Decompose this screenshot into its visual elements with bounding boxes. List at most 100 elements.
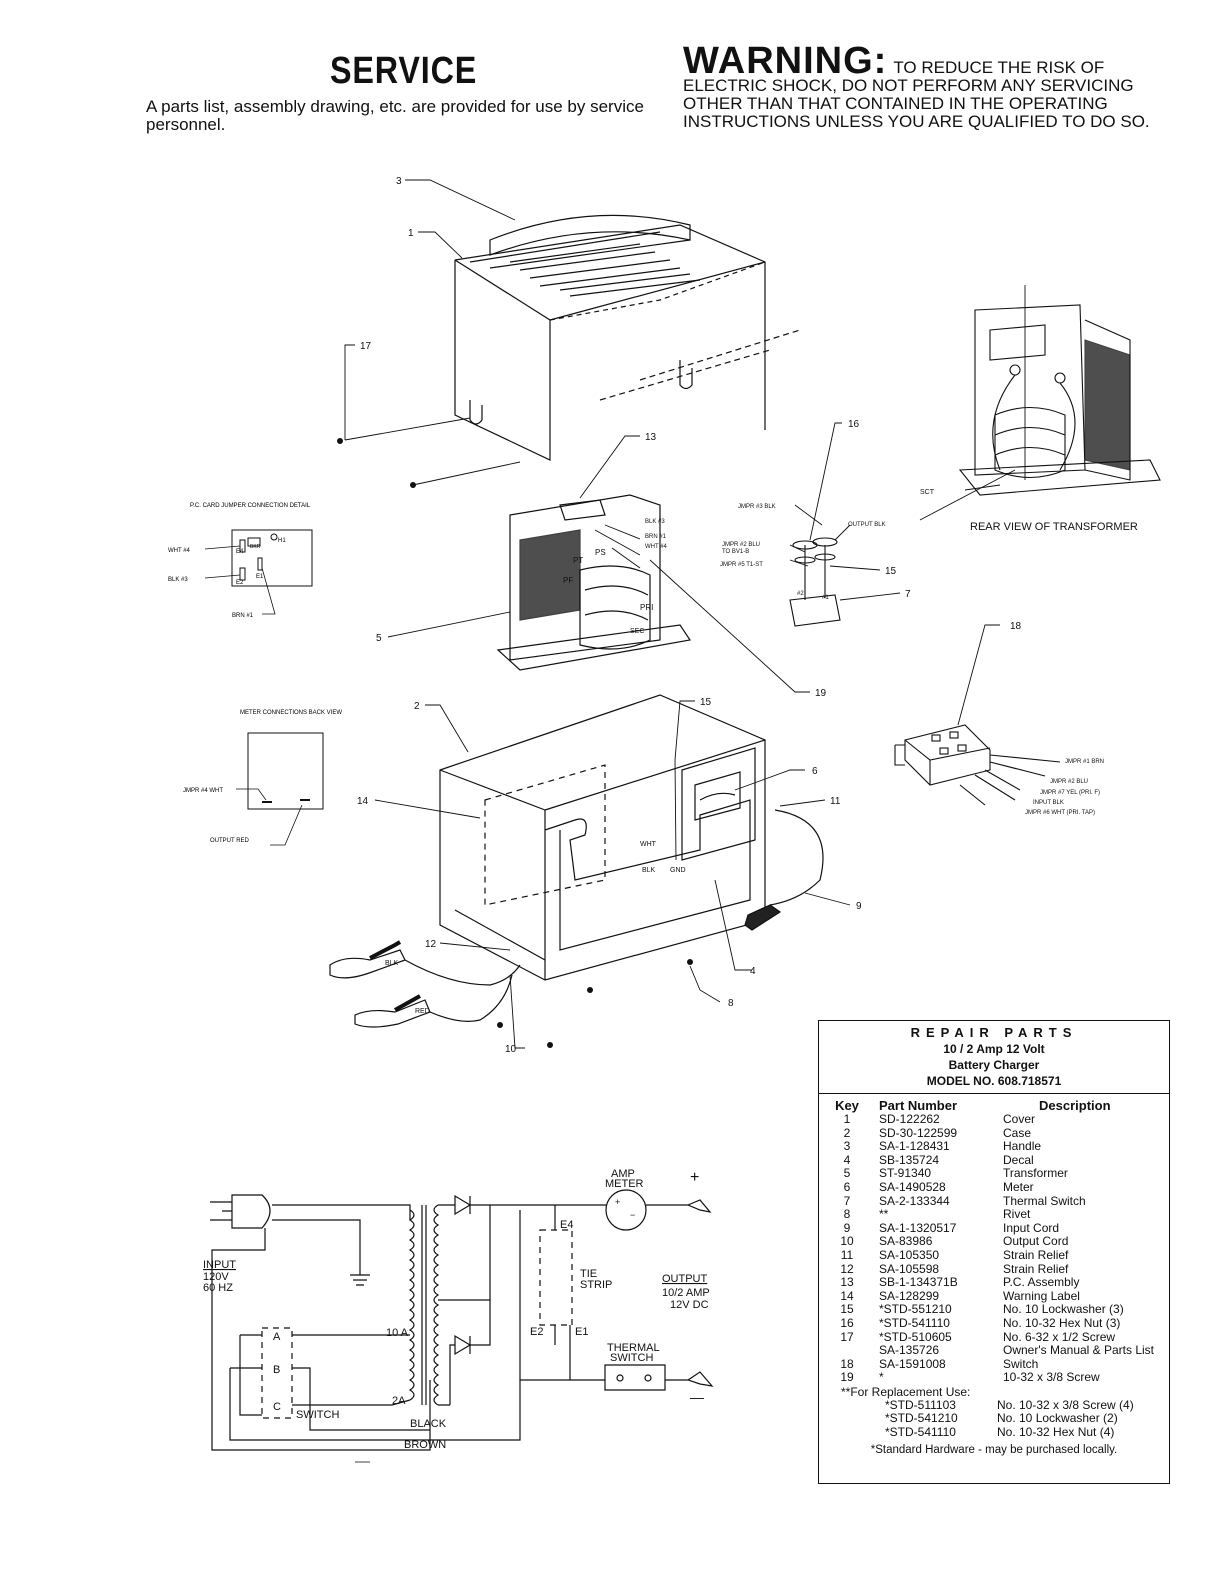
part-key: 15 xyxy=(840,1302,854,1317)
sch-amp-rating: 10/2 AMP xyxy=(662,1287,710,1299)
replacement-desc: No. 10 Lockwasher (2) xyxy=(997,1411,1118,1426)
service-title: SERVICE xyxy=(330,50,478,92)
sch-2a: 2A xyxy=(392,1395,406,1407)
label-output-blk: OUTPUT BLK xyxy=(848,522,886,528)
parts-row: 19*10-32 x 3/8 Screw xyxy=(819,1371,1169,1385)
parts-row: 8**Rivet xyxy=(819,1208,1169,1222)
callout-19: 19 xyxy=(815,688,827,699)
label-pt: PT xyxy=(573,556,583,565)
parts-header: REPAIR PARTS 10 / 2 Amp 12 Volt Battery … xyxy=(819,1021,1169,1094)
part-description: No. 10-32 Hex Nut (3) xyxy=(1003,1315,1121,1330)
label-case-wht: WHT xyxy=(640,841,657,848)
sch-minus: — xyxy=(690,1389,704,1405)
sch-60hz: 60 HZ xyxy=(203,1282,233,1294)
callout-sct: SCT xyxy=(920,489,935,496)
label-clamp-red: RED xyxy=(415,1008,430,1015)
col-description: Description xyxy=(1039,1098,1111,1113)
callout-3: 3 xyxy=(396,176,402,187)
part-key: 8 xyxy=(843,1207,851,1222)
callout-18: 18 xyxy=(1010,621,1022,632)
part-key: 16 xyxy=(840,1315,854,1330)
case-assembly xyxy=(439,694,824,981)
parts-column-headers: Key Part Number Description xyxy=(819,1098,1169,1113)
callout-1: 1 xyxy=(408,228,414,239)
part-number: *STD-551210 xyxy=(879,1302,952,1317)
sch-thermal: THERMAL xyxy=(607,1342,660,1354)
meter-jmpr4: JMPR #4 WHT xyxy=(183,788,223,794)
battery-clamps xyxy=(329,940,521,1028)
sch-120v: 120V xyxy=(203,1271,229,1283)
meter-title: METER CONNECTIONS BACK VIEW xyxy=(240,710,342,716)
label-clamp-blk: BLK xyxy=(385,960,399,967)
col-part-number: Part Number xyxy=(879,1098,958,1113)
rear-view-transformer xyxy=(958,304,1161,496)
parts-model: MODEL NO. 608.718571 xyxy=(926,1074,1062,1088)
wire-labels: BLK #3 BRN #1 WHT #4 PS PT PF PRI SEC JM… xyxy=(385,504,1104,1015)
part-key: 18 xyxy=(840,1356,854,1371)
label-jmpr7: JMPR #7 YEL (PRI. F) xyxy=(1040,790,1100,796)
service-text: A parts list, assembly drawing, etc. are… xyxy=(146,97,644,134)
part-key: 14 xyxy=(840,1288,854,1303)
part-number: SA-83986 xyxy=(879,1234,933,1249)
sch-sw-c: C xyxy=(273,1401,281,1413)
label-n2: #2 xyxy=(797,591,804,597)
part-description: Meter xyxy=(1003,1179,1034,1194)
part-description: P.C. Assembly xyxy=(1003,1275,1080,1290)
callout-7: 7 xyxy=(905,589,911,600)
part-key: 5 xyxy=(843,1166,851,1181)
warning-block: WARNING:TO REDUCE THE RISK OF ELECTRIC S… xyxy=(683,42,1173,131)
rear-view-label: REAR VIEW OF TRANSFORMER xyxy=(970,521,1138,533)
part-number: SA-1-128431 xyxy=(879,1139,950,1154)
part-description: Case xyxy=(1003,1125,1032,1140)
sch-e1: E1 xyxy=(575,1326,588,1338)
label-case-gnd: GND xyxy=(670,867,686,874)
part-key: 11 xyxy=(840,1247,854,1262)
sch-amp: AMP xyxy=(611,1168,635,1180)
part-description: Strain Relief xyxy=(1003,1261,1069,1276)
replacement-part: *STD-541110 xyxy=(885,1425,956,1440)
callout-8: 8 xyxy=(728,998,734,1009)
sch-e4: E4 xyxy=(560,1219,573,1231)
part-number: SA-128299 xyxy=(879,1288,940,1303)
callout-5: 5 xyxy=(376,633,382,644)
sch-meter: METER xyxy=(605,1178,644,1190)
part-number: SD-30-122599 xyxy=(879,1125,958,1140)
part-description: 10-32 x 3/8 Screw xyxy=(1003,1370,1100,1385)
callout-9: 9 xyxy=(856,901,862,912)
pc-brn1: BRN #1 xyxy=(232,613,254,619)
cover-assembly xyxy=(454,214,801,461)
part-number: * xyxy=(879,1370,884,1385)
sch-thermal-switch: SWITCH xyxy=(610,1352,653,1364)
thermal-switch-assembly xyxy=(789,537,841,627)
pc-bkr: BKR xyxy=(250,544,261,550)
part-key: 9 xyxy=(843,1220,851,1235)
sch-tie: TIE xyxy=(580,1268,597,1280)
callout-15-top: 15 xyxy=(885,566,897,577)
meter-detail: METER CONNECTIONS BACK VIEW JMPR #4 WHT … xyxy=(183,710,342,846)
part-description: Rivet xyxy=(1003,1207,1031,1222)
part-description: Thermal Switch xyxy=(1003,1193,1086,1208)
part-number: SD-122262 xyxy=(879,1112,940,1126)
leader-lines xyxy=(344,179,1026,1049)
part-key: 7 xyxy=(843,1193,851,1208)
callout-14: 14 xyxy=(357,796,369,807)
part-key: 10 xyxy=(840,1234,854,1249)
callout-2: 2 xyxy=(414,701,420,712)
pc-card-title: P.C. CARD JUMPER CONNECTION DETAIL xyxy=(190,503,311,509)
replacement-note-head: **For Replacement Use: xyxy=(841,1384,971,1399)
transformer-assembly xyxy=(496,494,692,671)
part-number: ST-91340 xyxy=(879,1166,932,1181)
sch-e2: E2 xyxy=(530,1326,543,1338)
